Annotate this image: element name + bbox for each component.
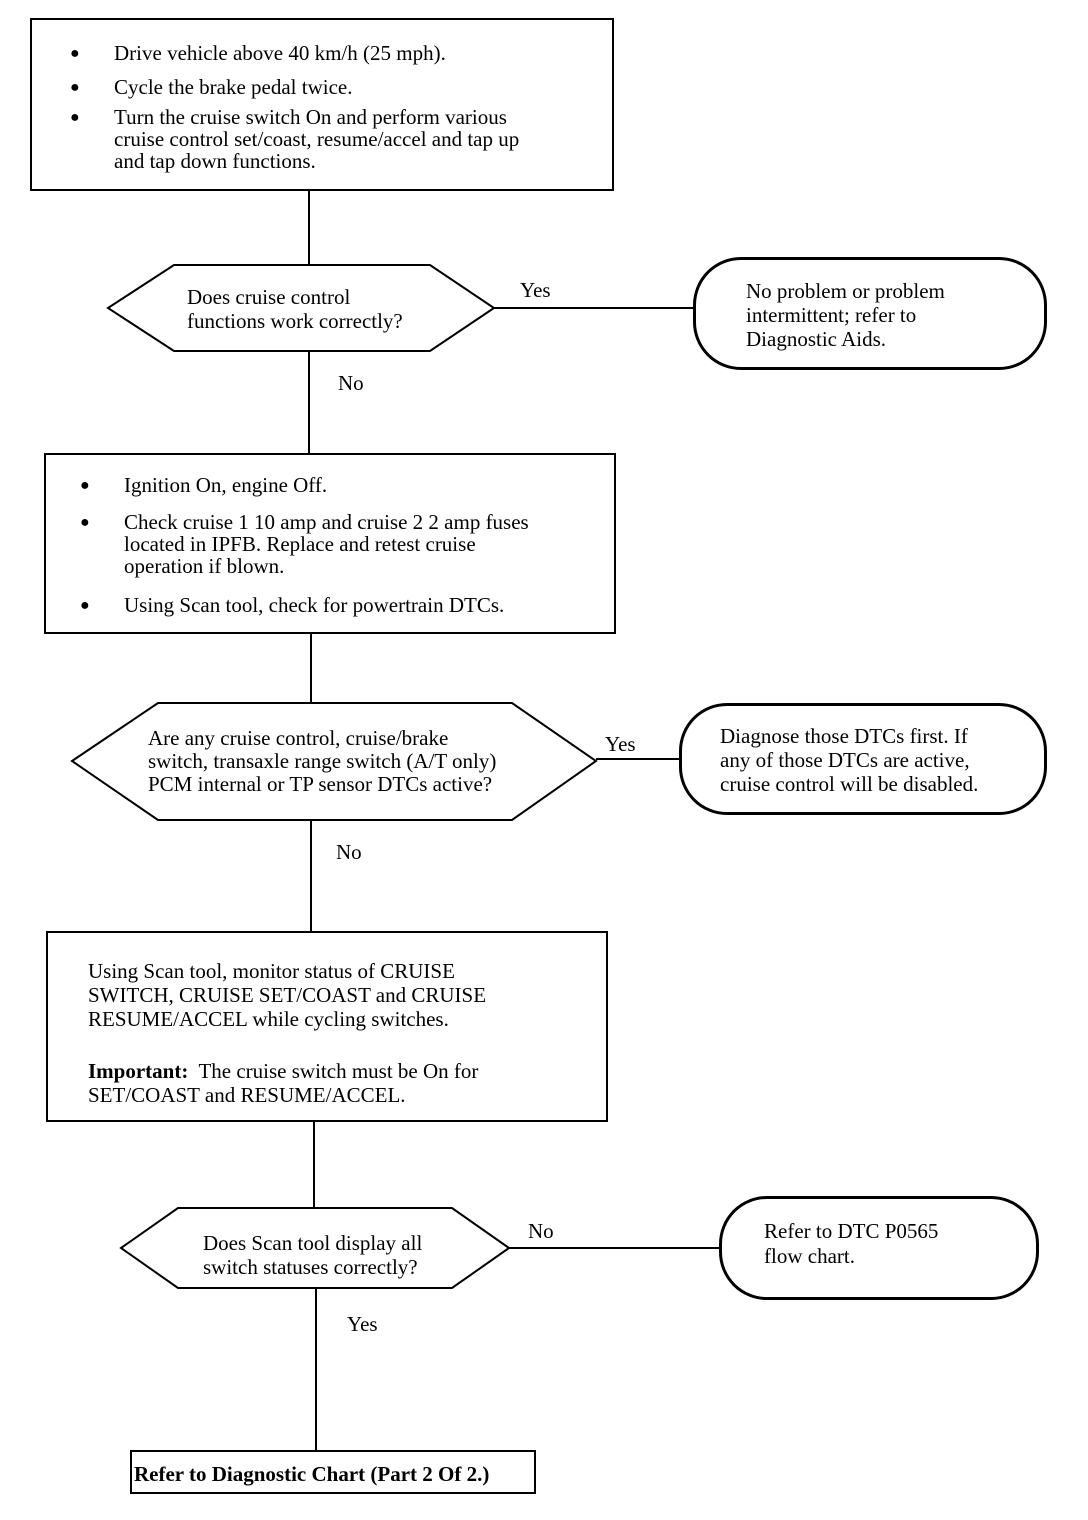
decision1-line2: functions work correctly? xyxy=(187,309,403,333)
decision2-line2: switch, transaxle range switch (A/T only… xyxy=(148,749,497,773)
result3-terminal xyxy=(719,1196,1039,1300)
result2-terminal xyxy=(679,703,1047,815)
result1-terminal xyxy=(693,257,1047,370)
step1-bullet-1: Drive vehicle above 40 km/h (25 mph). xyxy=(70,42,446,66)
step1-bullet-3-line3: and tap down functions. xyxy=(114,149,316,173)
step2-bullet-2-line2: located in IPFB. Replace and retest crui… xyxy=(124,532,476,556)
final-label: Refer to Diagnostic Chart (Part 2 Of 2.) xyxy=(134,1462,490,1486)
step3-line2: SWITCH, CRUISE SET/COAST and CRUISE xyxy=(88,983,487,1007)
decision3-yes-label: Yes xyxy=(347,1312,378,1336)
step3-line1: Using Scan tool, monitor status of CRUIS… xyxy=(88,959,455,983)
step3-important-line2: SET/COAST and RESUME/ACCEL. xyxy=(88,1083,406,1107)
decision1-no-label: No xyxy=(338,371,364,395)
step2-bullet-2-line3: operation if blown. xyxy=(124,554,285,578)
step2-bullet-3: Using Scan tool, check for powertrain DT… xyxy=(80,594,504,618)
decision1-line1: Does cruise control xyxy=(187,285,351,309)
step1-bullet-3-line2: cruise control set/coast, resume/accel a… xyxy=(114,127,520,151)
step1-bullet-2: Cycle the brake pedal twice. xyxy=(70,76,353,100)
decision2-no-label: No xyxy=(336,840,362,864)
result2-line3: cruise control will be disabled. xyxy=(720,772,979,796)
decision2-yes-label: Yes xyxy=(605,732,636,756)
result2-line2: any of those DTCs are active, xyxy=(720,748,970,772)
step2-bullet-2: Check cruise 1 10 amp and cruise 2 2 amp… xyxy=(80,511,529,535)
decision3-no-label: No xyxy=(528,1219,554,1243)
step3-important: Important: The cruise switch must be On … xyxy=(88,1060,478,1083)
step3-box xyxy=(46,931,608,1122)
step3-important-text: The cruise switch must be On for xyxy=(198,1059,479,1083)
result3-line1: Refer to DTC P0565 xyxy=(764,1219,939,1243)
decision3-line2: switch statuses correctly? xyxy=(203,1255,418,1279)
decision3-line1: Does Scan tool display all xyxy=(203,1231,423,1255)
step2-bullet-1: Ignition On, engine Off. xyxy=(80,474,327,498)
decision2-line3: PCM internal or TP sensor DTCs active? xyxy=(148,772,493,796)
decision2-diamond xyxy=(70,702,598,821)
step3-line3: RESUME/ACCEL while cycling switches. xyxy=(88,1007,449,1031)
final-box xyxy=(130,1450,536,1494)
decision2-line1: Are any cruise control, cruise/brake xyxy=(148,726,449,750)
step3-important-label: Important: xyxy=(88,1059,189,1083)
result1-line3: Diagnostic Aids. xyxy=(746,327,886,351)
result1-line1: No problem or problem xyxy=(746,279,945,303)
result1-line2: intermittent; refer to xyxy=(746,303,917,327)
step1-bullet-3: Turn the cruise switch On and perform va… xyxy=(70,106,507,130)
decision1-yes-label: Yes xyxy=(520,278,551,302)
result2-line1: Diagnose those DTCs first. If xyxy=(720,724,968,748)
result3-line2: flow chart. xyxy=(764,1244,855,1268)
